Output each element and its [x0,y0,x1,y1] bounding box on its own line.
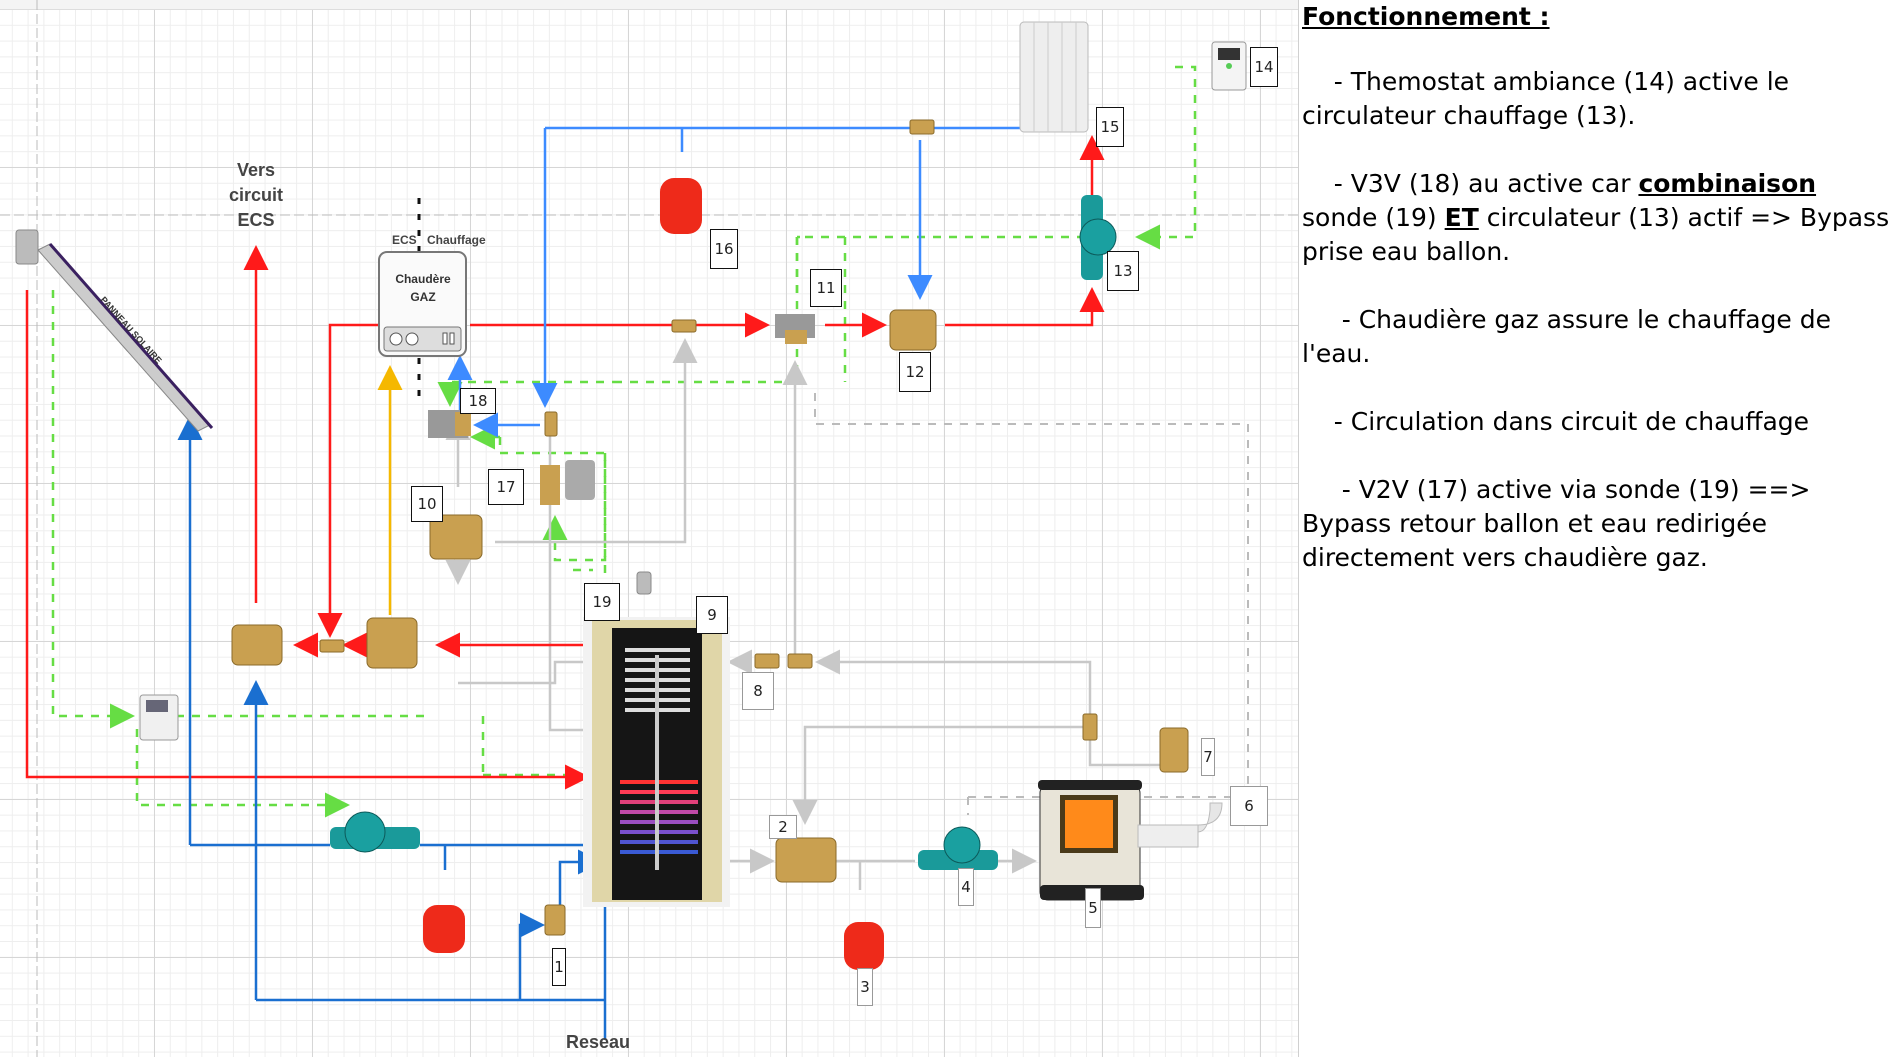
wood-stove-5 [1038,780,1144,901]
expansion-vessel-16 [660,178,702,234]
component-label-13: 13 [1107,251,1139,291]
air-vent-icon [15,229,39,265]
circulator-pump-4 [918,826,998,870]
solar-controller [139,694,179,741]
thermostatic-valve-left [231,624,283,666]
storage-tank [583,571,730,907]
motorized-valve-11 [775,314,815,344]
cold-pipes [177,415,618,1040]
safety-valve-7 [1159,727,1189,773]
radiator-15 [1019,21,1089,133]
component-label-3: 3 [857,968,873,1006]
valves [231,119,1189,936]
boiler-name-line2: GAZ [410,290,436,304]
component-label-12: 12 [899,352,931,392]
component-label-16: 16 [710,229,738,269]
three-way-valve-2 [775,837,837,883]
component-label-6: 6 [1230,786,1268,826]
panel-paragraph-4: - Circulation dans circuit de chauffage [1302,407,1810,436]
component-label-4: 4 [958,868,974,906]
diagram-canvas [0,0,1299,1057]
component-label-15: 15 [1096,107,1124,147]
thermostat-14 [1211,41,1247,91]
component-label-19: 19 [584,583,620,621]
p2-emphasis-combinaison: combinaison [1638,169,1817,198]
thermostatic-valve-12 [889,309,937,351]
panel-heading: Fonctionnement : [1302,2,1550,31]
expansion-vessel-3 [844,922,884,970]
solar-panel: PANNEAU SOLAIRE [37,243,214,432]
explanation-panel: Fonctionnement : - Themostat ambiance (1… [1300,0,1894,1057]
component-label-14: 14 [1250,47,1278,87]
flue-6 [1137,802,1223,848]
ruler [0,0,1298,10]
gas-boiler [378,251,467,357]
network-label: Reseau [566,1032,631,1052]
panel-paragraph-3: - Chaudière gaz assure le chauffage de l… [1302,305,1839,368]
component-label-10: 10 [411,486,443,522]
safety-group-1 [544,904,566,936]
component-label-11: 11 [810,269,842,307]
component-label-5: 5 [1085,888,1101,928]
hot-pipes [25,135,1105,790]
p2-text-a: - V3V (18) au active car [1302,169,1639,198]
expansion-vessel-bottom [423,905,465,953]
p2-emphasis-et: ET [1444,203,1479,232]
component-label-1: 1 [552,948,566,986]
p2-text-c: sonde (19) [1302,169,1824,232]
circulator-pump [330,811,420,853]
component-label-17: 17 [488,469,524,505]
circulator-pump-13 [1079,195,1117,280]
panel-paragraph-1: - Themostat ambiance (14) active le circ… [1302,67,1798,130]
motorized-valve-18 [428,410,471,438]
cold-light-pipes [447,126,1040,438]
panel-paragraph-5: - V2V (17) active via sonde (19) ==> Byp… [1302,475,1819,572]
thermostatic-valve-mid [366,617,418,669]
panel-paragraph-2: - V3V (18) au active car combinaison son… [1302,167,1894,269]
boiler-name-line1: Chaudère [395,272,451,286]
component-label-9: 9 [696,596,728,634]
component-label-18: 18 [460,388,496,414]
check-valve-8 [754,653,780,669]
component-label-8: 8 [742,672,774,710]
thermostatic-valve-10 [429,514,483,560]
component-label-7: 7 [1201,738,1215,776]
air-vent-icon [636,571,652,595]
component-label-2: 2 [769,815,797,839]
ecs-circuit-title: Vers circuit ECS [228,160,284,230]
boiler-heating-label: Chauffage [427,233,486,247]
boiler-ecs-label: ECS [392,233,417,247]
v2v-valve-17 [540,460,595,505]
p2-text-e: circulateur (13) actif => Bypass prise e… [1302,203,1890,266]
hydraulic-diagram: PANNEAU SOLAIRE [0,0,1298,1057]
